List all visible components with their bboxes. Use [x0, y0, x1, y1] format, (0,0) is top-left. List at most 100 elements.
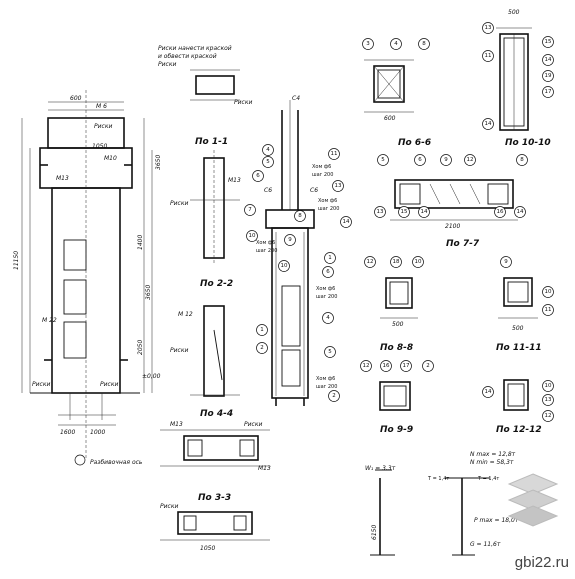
marker-circle: [494, 206, 506, 218]
marker-number: 3: [366, 41, 370, 47]
label-hom-1: Хом ф6: [312, 164, 331, 170]
marker-number: 8: [520, 157, 524, 163]
marker-circle: [328, 390, 340, 402]
load-diagram-left: [370, 469, 395, 556]
title-section-3-3: По 3-3: [198, 493, 231, 503]
marker-circle: [262, 156, 274, 168]
marker-number: 8: [298, 213, 302, 219]
marker-number: 4: [394, 41, 398, 47]
title-section-6-6: По 6-6: [398, 138, 431, 148]
site-logo: [507, 473, 559, 527]
marker-number: 10: [249, 233, 256, 239]
marker-number: 11: [485, 53, 492, 59]
marker-circle: [284, 234, 296, 246]
marker-number: 10: [545, 289, 552, 295]
dim-500-top: 500: [508, 9, 520, 16]
dim-6150: 6150: [371, 525, 378, 540]
dim-2050: 2050: [137, 340, 144, 355]
section-10-10: [496, 27, 532, 131]
marker-number: 10: [545, 383, 552, 389]
marker-number: 5: [266, 159, 270, 165]
label-hom-2: Хом ф6: [318, 198, 337, 204]
marker-circle: [542, 410, 554, 422]
title-section-7-7: По 7-7: [446, 239, 480, 249]
marker-number: 7: [248, 207, 252, 213]
dim-3650-top: 3650: [155, 155, 162, 170]
marker-number: 12: [467, 157, 474, 163]
title-section-8-8: По 8-8: [380, 343, 413, 353]
marker-number: 6: [326, 269, 330, 275]
marker-circle: [482, 50, 494, 62]
label-m22: М 22: [42, 317, 57, 324]
section-9-9: [379, 381, 411, 411]
dim-1400: 1400: [137, 235, 144, 250]
note-risk-paint2: и обвести краской: [158, 53, 217, 60]
marker-circle: [542, 54, 554, 66]
marker-circle: [422, 360, 434, 372]
label-risk-1: Риски: [234, 99, 252, 106]
marker-circle: [328, 148, 340, 160]
marker-circle: [482, 386, 494, 398]
marker-number: 9: [444, 157, 448, 163]
marker-number: 14: [343, 219, 350, 225]
marker-circle: [324, 252, 336, 264]
dim-top-600: 600: [70, 95, 82, 102]
load-diagram-right: [445, 477, 490, 556]
detail-top-1-1: [190, 69, 240, 265]
marker-number: 18: [393, 259, 400, 265]
detail-4-4: [190, 305, 240, 397]
dim-600-66: 600: [384, 115, 396, 122]
marker-circle: [400, 360, 412, 372]
marker-number: 5: [381, 157, 385, 163]
marker-number: 6: [256, 173, 260, 179]
marker-circle: [377, 154, 389, 166]
label-risk-top: Риски: [94, 123, 112, 130]
marker-circle: [390, 38, 402, 50]
marker-circle: [360, 360, 372, 372]
section-8-8: [380, 277, 418, 319]
label-shag-2: шаг 200: [318, 206, 339, 212]
marker-number: 17: [403, 363, 410, 369]
marker-number: 14: [545, 57, 552, 63]
label-risk-base: Риски: [32, 381, 50, 388]
marker-number: 10: [281, 263, 288, 269]
label-m13-s1: М13: [228, 177, 241, 184]
label-shag-5: шаг 200: [316, 384, 337, 390]
label-risk-s4: Риски: [170, 347, 188, 354]
title-section-2-2: По 2-2: [200, 279, 233, 289]
label-nmax: N max = 12,8т: [470, 451, 516, 458]
label-shag-4: шаг 200: [316, 294, 337, 300]
label-hom-4: Хом ф6: [316, 286, 335, 292]
marker-circle: [278, 260, 290, 272]
title-section-10-10: По 10-10: [505, 138, 551, 148]
marker-circle: [380, 360, 392, 372]
marker-circle: [542, 36, 554, 48]
marker-circle: [294, 210, 306, 222]
watermark-text: gbi22.ru: [514, 554, 569, 571]
marker-circle: [364, 256, 376, 268]
marker-circle: [464, 154, 476, 166]
marker-circle: [482, 118, 494, 130]
marker-circle: [542, 86, 554, 98]
marker-circle: [542, 70, 554, 82]
marker-number: 2: [260, 345, 264, 351]
marker-number: 5: [328, 349, 332, 355]
marker-number: 6: [418, 157, 422, 163]
column-elevation: [21, 90, 153, 466]
title-section-4-4: По 4-4: [200, 409, 233, 419]
marker-number: 12: [367, 259, 374, 265]
label-m6: М 6: [96, 103, 107, 110]
axis-marker: [74, 454, 86, 466]
marker-circle: [418, 38, 430, 50]
marker-number: 14: [485, 389, 492, 395]
marker-circle: [362, 38, 374, 50]
label-c4: С4: [292, 95, 300, 102]
marker-number: 13: [485, 25, 492, 31]
marker-number: 19: [545, 73, 552, 79]
dim-pm0: ±0,00: [142, 373, 161, 380]
marker-circle: [500, 256, 512, 268]
marker-number: 9: [288, 237, 292, 243]
marker-number: 15: [401, 209, 408, 215]
title-section-12-12: По 12-12: [496, 425, 542, 435]
